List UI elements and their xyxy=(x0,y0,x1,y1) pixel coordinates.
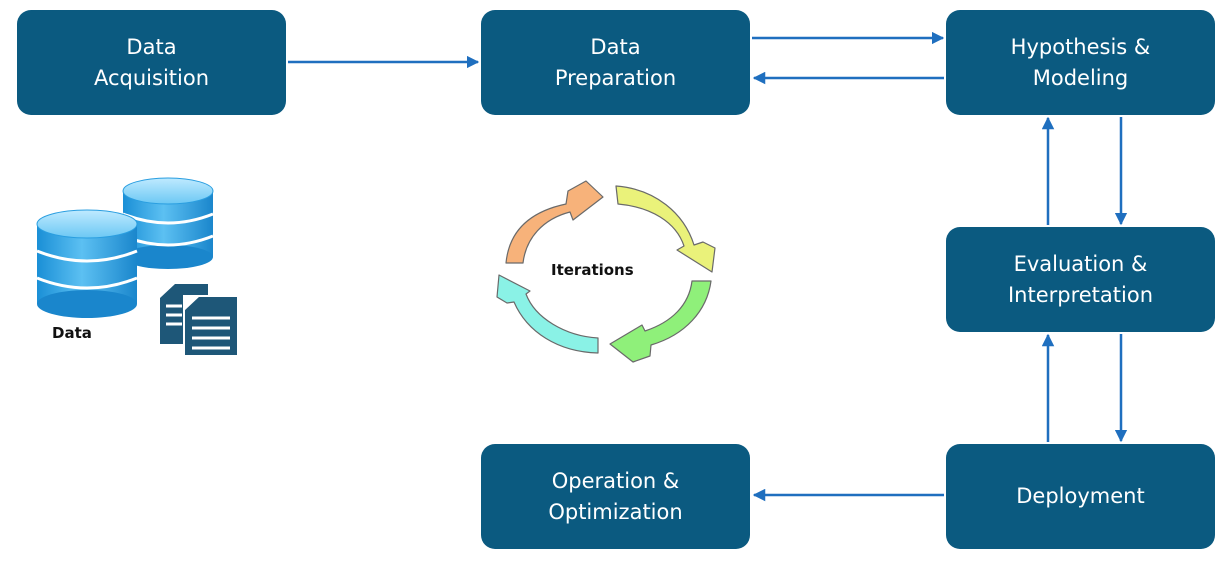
box-operation-optimization-line1: Operation & xyxy=(551,468,680,493)
box-evaluation-interpretation: Evaluation & Interpretation xyxy=(946,227,1215,332)
box-deployment: Deployment xyxy=(946,444,1215,549)
box-data-acquisition-line2: Acquisition xyxy=(93,65,210,90)
box-deployment-line1: Deployment xyxy=(1016,484,1145,508)
data-label: Data xyxy=(52,324,92,342)
box-data-preparation-line1: Data xyxy=(590,34,641,59)
box-operation-optimization: Operation & Optimization xyxy=(481,444,750,549)
box-hypothesis-modeling: Hypothesis & Modeling xyxy=(946,10,1215,115)
box-data-preparation-line2: Preparation xyxy=(554,65,677,90)
iterations-label: Iterations xyxy=(551,261,634,279)
box-evaluation-interpretation-line1: Evaluation & xyxy=(1013,251,1148,276)
box-evaluation-interpretation-line2: Interpretation xyxy=(1007,282,1154,307)
box-data-acquisition: Data Acquisition xyxy=(17,10,286,115)
box-data-acquisition-line1: Data xyxy=(126,34,177,59)
box-hypothesis-modeling-line1: Hypothesis & xyxy=(1010,34,1151,59)
box-operation-optimization-line2: Optimization xyxy=(548,499,683,524)
box-data-preparation: Data Preparation xyxy=(481,10,750,115)
box-hypothesis-modeling-line2: Modeling xyxy=(1032,65,1129,90)
